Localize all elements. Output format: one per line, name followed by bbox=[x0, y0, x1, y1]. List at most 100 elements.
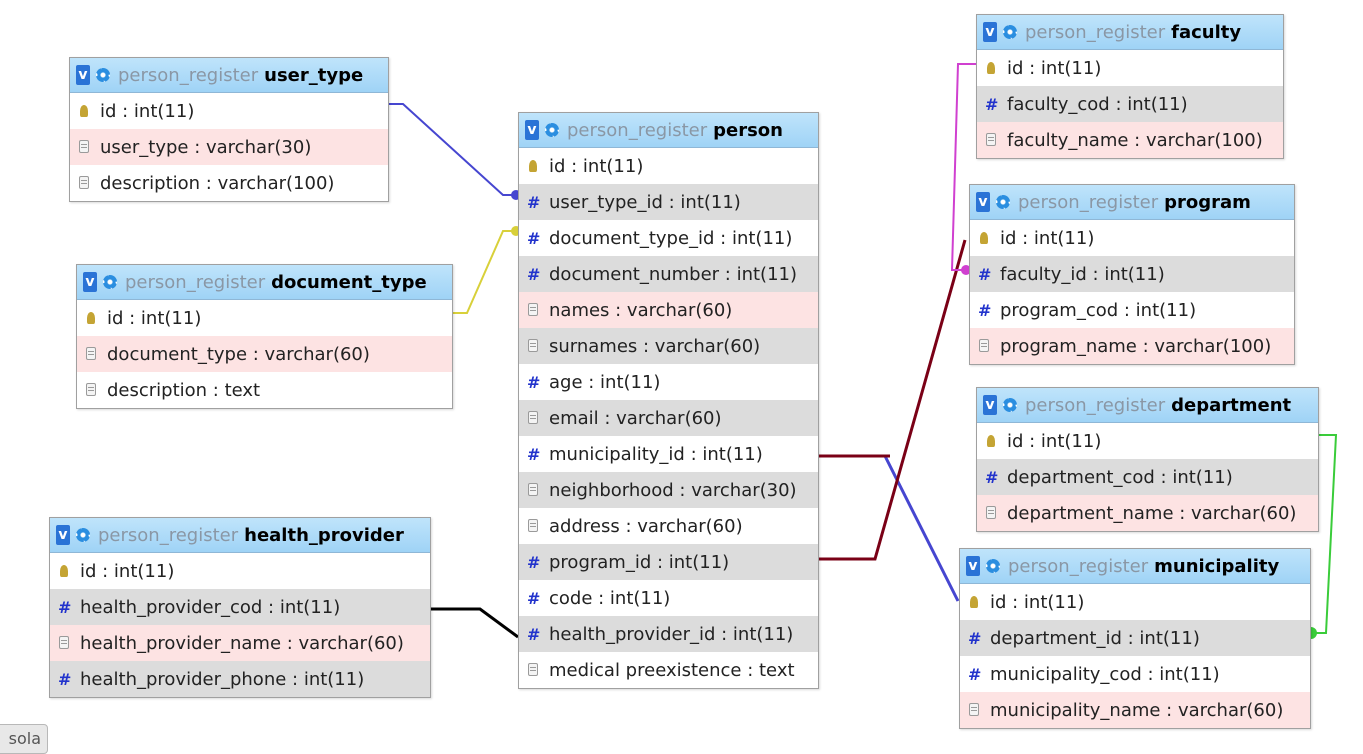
column-row[interactable]: medical preexistence : text bbox=[519, 652, 818, 688]
column-row[interactable]: # department_cod : int(11) bbox=[977, 459, 1318, 495]
gear-icon[interactable] bbox=[986, 559, 1000, 573]
toggle-columns-button[interactable]: v bbox=[56, 525, 70, 545]
column-row[interactable]: faculty_name : varchar(100) bbox=[977, 122, 1283, 158]
toggle-columns-button[interactable]: v bbox=[83, 272, 97, 292]
column-row[interactable]: id : int(11) bbox=[50, 553, 430, 589]
column-row[interactable]: neighborhood : varchar(30) bbox=[519, 472, 818, 508]
column-row[interactable]: #health_provider_phone : int(11) bbox=[50, 661, 430, 697]
database-name: person_register bbox=[567, 119, 708, 141]
toggle-columns-button[interactable]: v bbox=[76, 65, 90, 85]
column-row[interactable]: program_name : varchar(100) bbox=[970, 328, 1294, 364]
gear-icon[interactable] bbox=[103, 275, 117, 289]
column-row[interactable]: # department_id : int(11) bbox=[960, 620, 1310, 656]
column-row[interactable]: #user_type_id : int(11) bbox=[519, 184, 818, 220]
column-row[interactable]: document_type : varchar(60) bbox=[77, 336, 452, 372]
numeric-column-icon: # bbox=[527, 588, 541, 608]
column-row[interactable]: id : int(11) bbox=[970, 220, 1294, 256]
column-row[interactable]: id : int(11) bbox=[77, 300, 452, 336]
gear-icon[interactable] bbox=[96, 68, 110, 82]
column-row[interactable]: surnames : varchar(60) bbox=[519, 328, 818, 364]
column-row[interactable]: address : varchar(60) bbox=[519, 508, 818, 544]
column-row[interactable]: description : varchar(100) bbox=[70, 165, 388, 201]
column-label: faculty_cod : int(11) bbox=[1007, 93, 1188, 115]
column-label: department_id : int(11) bbox=[990, 627, 1200, 649]
column-row[interactable]: municipality_name : varchar(60) bbox=[960, 692, 1310, 728]
column-row[interactable]: description : text bbox=[77, 372, 452, 408]
column-row[interactable]: id : int(11) bbox=[70, 93, 388, 129]
column-row[interactable]: #municipality_id : int(11) bbox=[519, 436, 818, 472]
column-row[interactable]: # code : int(11) bbox=[519, 580, 818, 616]
gear-icon[interactable] bbox=[545, 123, 559, 137]
numeric-column-icon: # bbox=[58, 597, 72, 617]
column-label: municipality_name : varchar(60) bbox=[990, 699, 1284, 721]
column-label: health_provider_id : int(11) bbox=[549, 623, 794, 645]
column-row[interactable]: #faculty_id : int(11) bbox=[970, 256, 1294, 292]
column-row[interactable]: #program_cod : int(11) bbox=[970, 292, 1294, 328]
column-row[interactable]: id : int(11) bbox=[977, 423, 1318, 459]
column-row[interactable]: department_name : varchar(60) bbox=[977, 495, 1318, 531]
toggle-columns-button[interactable]: v bbox=[976, 192, 990, 212]
text-column-icon bbox=[85, 380, 97, 401]
database-name: person_register bbox=[1025, 21, 1166, 43]
column-row[interactable]: #faculty_cod : int(11) bbox=[977, 86, 1283, 122]
gear-icon[interactable] bbox=[76, 528, 90, 542]
column-row[interactable]: #age : int(11) bbox=[519, 364, 818, 400]
console-button[interactable]: sola bbox=[0, 724, 48, 754]
column-row[interactable]: user_type : varchar(30) bbox=[70, 129, 388, 165]
column-label: program_id : int(11) bbox=[549, 551, 730, 573]
numeric-column-icon: # bbox=[985, 467, 999, 487]
numeric-column-icon: # bbox=[527, 372, 541, 392]
column-label: medical preexistence : text bbox=[549, 659, 795, 681]
column-row[interactable]: #document_number : int(11) bbox=[519, 256, 818, 292]
column-row[interactable]: id : int(11) bbox=[977, 50, 1283, 86]
column-row[interactable]: health_provider_name : varchar(60) bbox=[50, 625, 430, 661]
database-name: person_register bbox=[118, 64, 259, 86]
column-label: health_provider_phone : int(11) bbox=[80, 668, 365, 690]
column-row[interactable]: names : varchar(60) bbox=[519, 292, 818, 328]
toggle-columns-button[interactable]: v bbox=[525, 120, 539, 140]
column-row[interactable]: email : varchar(60) bbox=[519, 400, 818, 436]
relation-person-health_provider bbox=[430, 607, 519, 639]
column-row[interactable]: #health_provider_cod : int(11) bbox=[50, 589, 430, 625]
column-row[interactable]: id : int(11) bbox=[519, 148, 818, 184]
primary-key-icon bbox=[978, 228, 990, 249]
toggle-columns-button[interactable]: v bbox=[983, 395, 997, 415]
numeric-column-icon: # bbox=[968, 628, 982, 648]
gear-icon[interactable] bbox=[996, 195, 1010, 209]
gear-icon[interactable] bbox=[1003, 398, 1017, 412]
toggle-columns-button[interactable]: v bbox=[966, 556, 980, 576]
column-row[interactable]: id : int(11) bbox=[960, 584, 1310, 620]
numeric-column-icon: # bbox=[527, 552, 541, 572]
column-row[interactable]: #document_type_id : int(11) bbox=[519, 220, 818, 256]
numeric-column-icon: # bbox=[527, 444, 541, 464]
text-column-icon bbox=[527, 336, 539, 357]
gear-icon[interactable] bbox=[1003, 25, 1017, 39]
text-column-icon bbox=[527, 408, 539, 429]
column-row[interactable]: #municipality_cod : int(11) bbox=[960, 656, 1310, 692]
toggle-columns-button[interactable]: v bbox=[983, 22, 997, 42]
column-label: department_cod : int(11) bbox=[1007, 466, 1233, 488]
numeric-column-icon: # bbox=[978, 264, 992, 284]
column-row[interactable]: #health_provider_id : int(11) bbox=[519, 616, 818, 652]
column-row[interactable]: # program_id : int(11) bbox=[519, 544, 818, 580]
column-label: code : int(11) bbox=[549, 587, 671, 609]
database-name: person_register bbox=[1018, 191, 1159, 213]
relation-end-faculty bbox=[961, 265, 971, 275]
column-label: id : int(11) bbox=[100, 100, 195, 122]
